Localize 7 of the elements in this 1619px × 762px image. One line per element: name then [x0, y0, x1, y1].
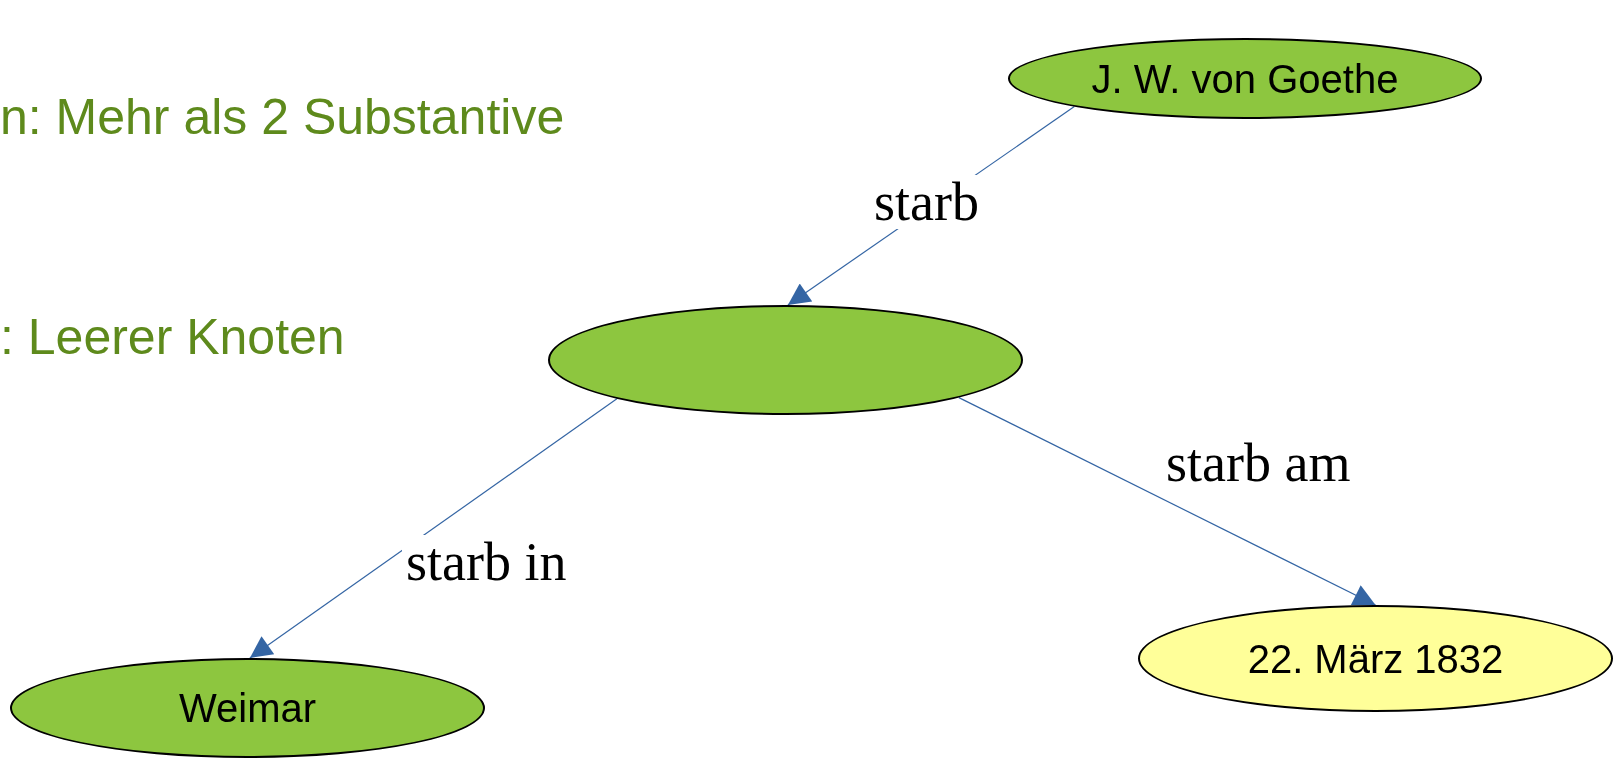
arrow	[958, 397, 1377, 606]
note-text: n: Mehr als 2 Substantive	[0, 88, 565, 147]
arrow	[249, 398, 618, 659]
note-text: : Leerer Knoten	[0, 308, 345, 367]
ellipse-node: J. W. von Goethe	[1008, 38, 1482, 119]
ellipse-node: Weimar	[10, 658, 485, 758]
ellipse-node: 22. März 1832	[1138, 605, 1613, 712]
